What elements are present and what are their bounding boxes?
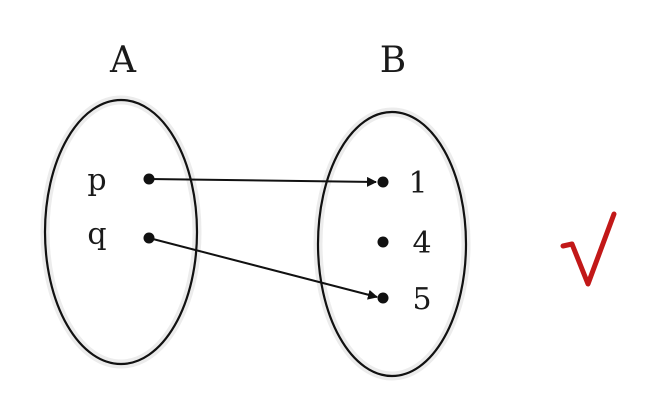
element-p-label: p — [87, 163, 106, 198]
element-5-label: 5 — [412, 282, 431, 317]
arrow-p-to-1 — [148, 176, 377, 187]
element-4-label: 4 — [412, 226, 431, 261]
set-a-ellipse — [40, 95, 202, 369]
set-b-ellipse — [313, 107, 471, 381]
set-b-label: B — [380, 40, 406, 81]
arrow-q-to-5 — [148, 237, 378, 300]
element-4-dot — [377, 236, 389, 248]
element-1-label: 1 — [408, 166, 427, 201]
check-mark-icon — [560, 211, 617, 287]
element-1-dot — [377, 176, 389, 188]
element-5-dot — [377, 292, 389, 304]
element-q-label: q — [87, 217, 106, 252]
set-a-label: A — [109, 40, 137, 81]
